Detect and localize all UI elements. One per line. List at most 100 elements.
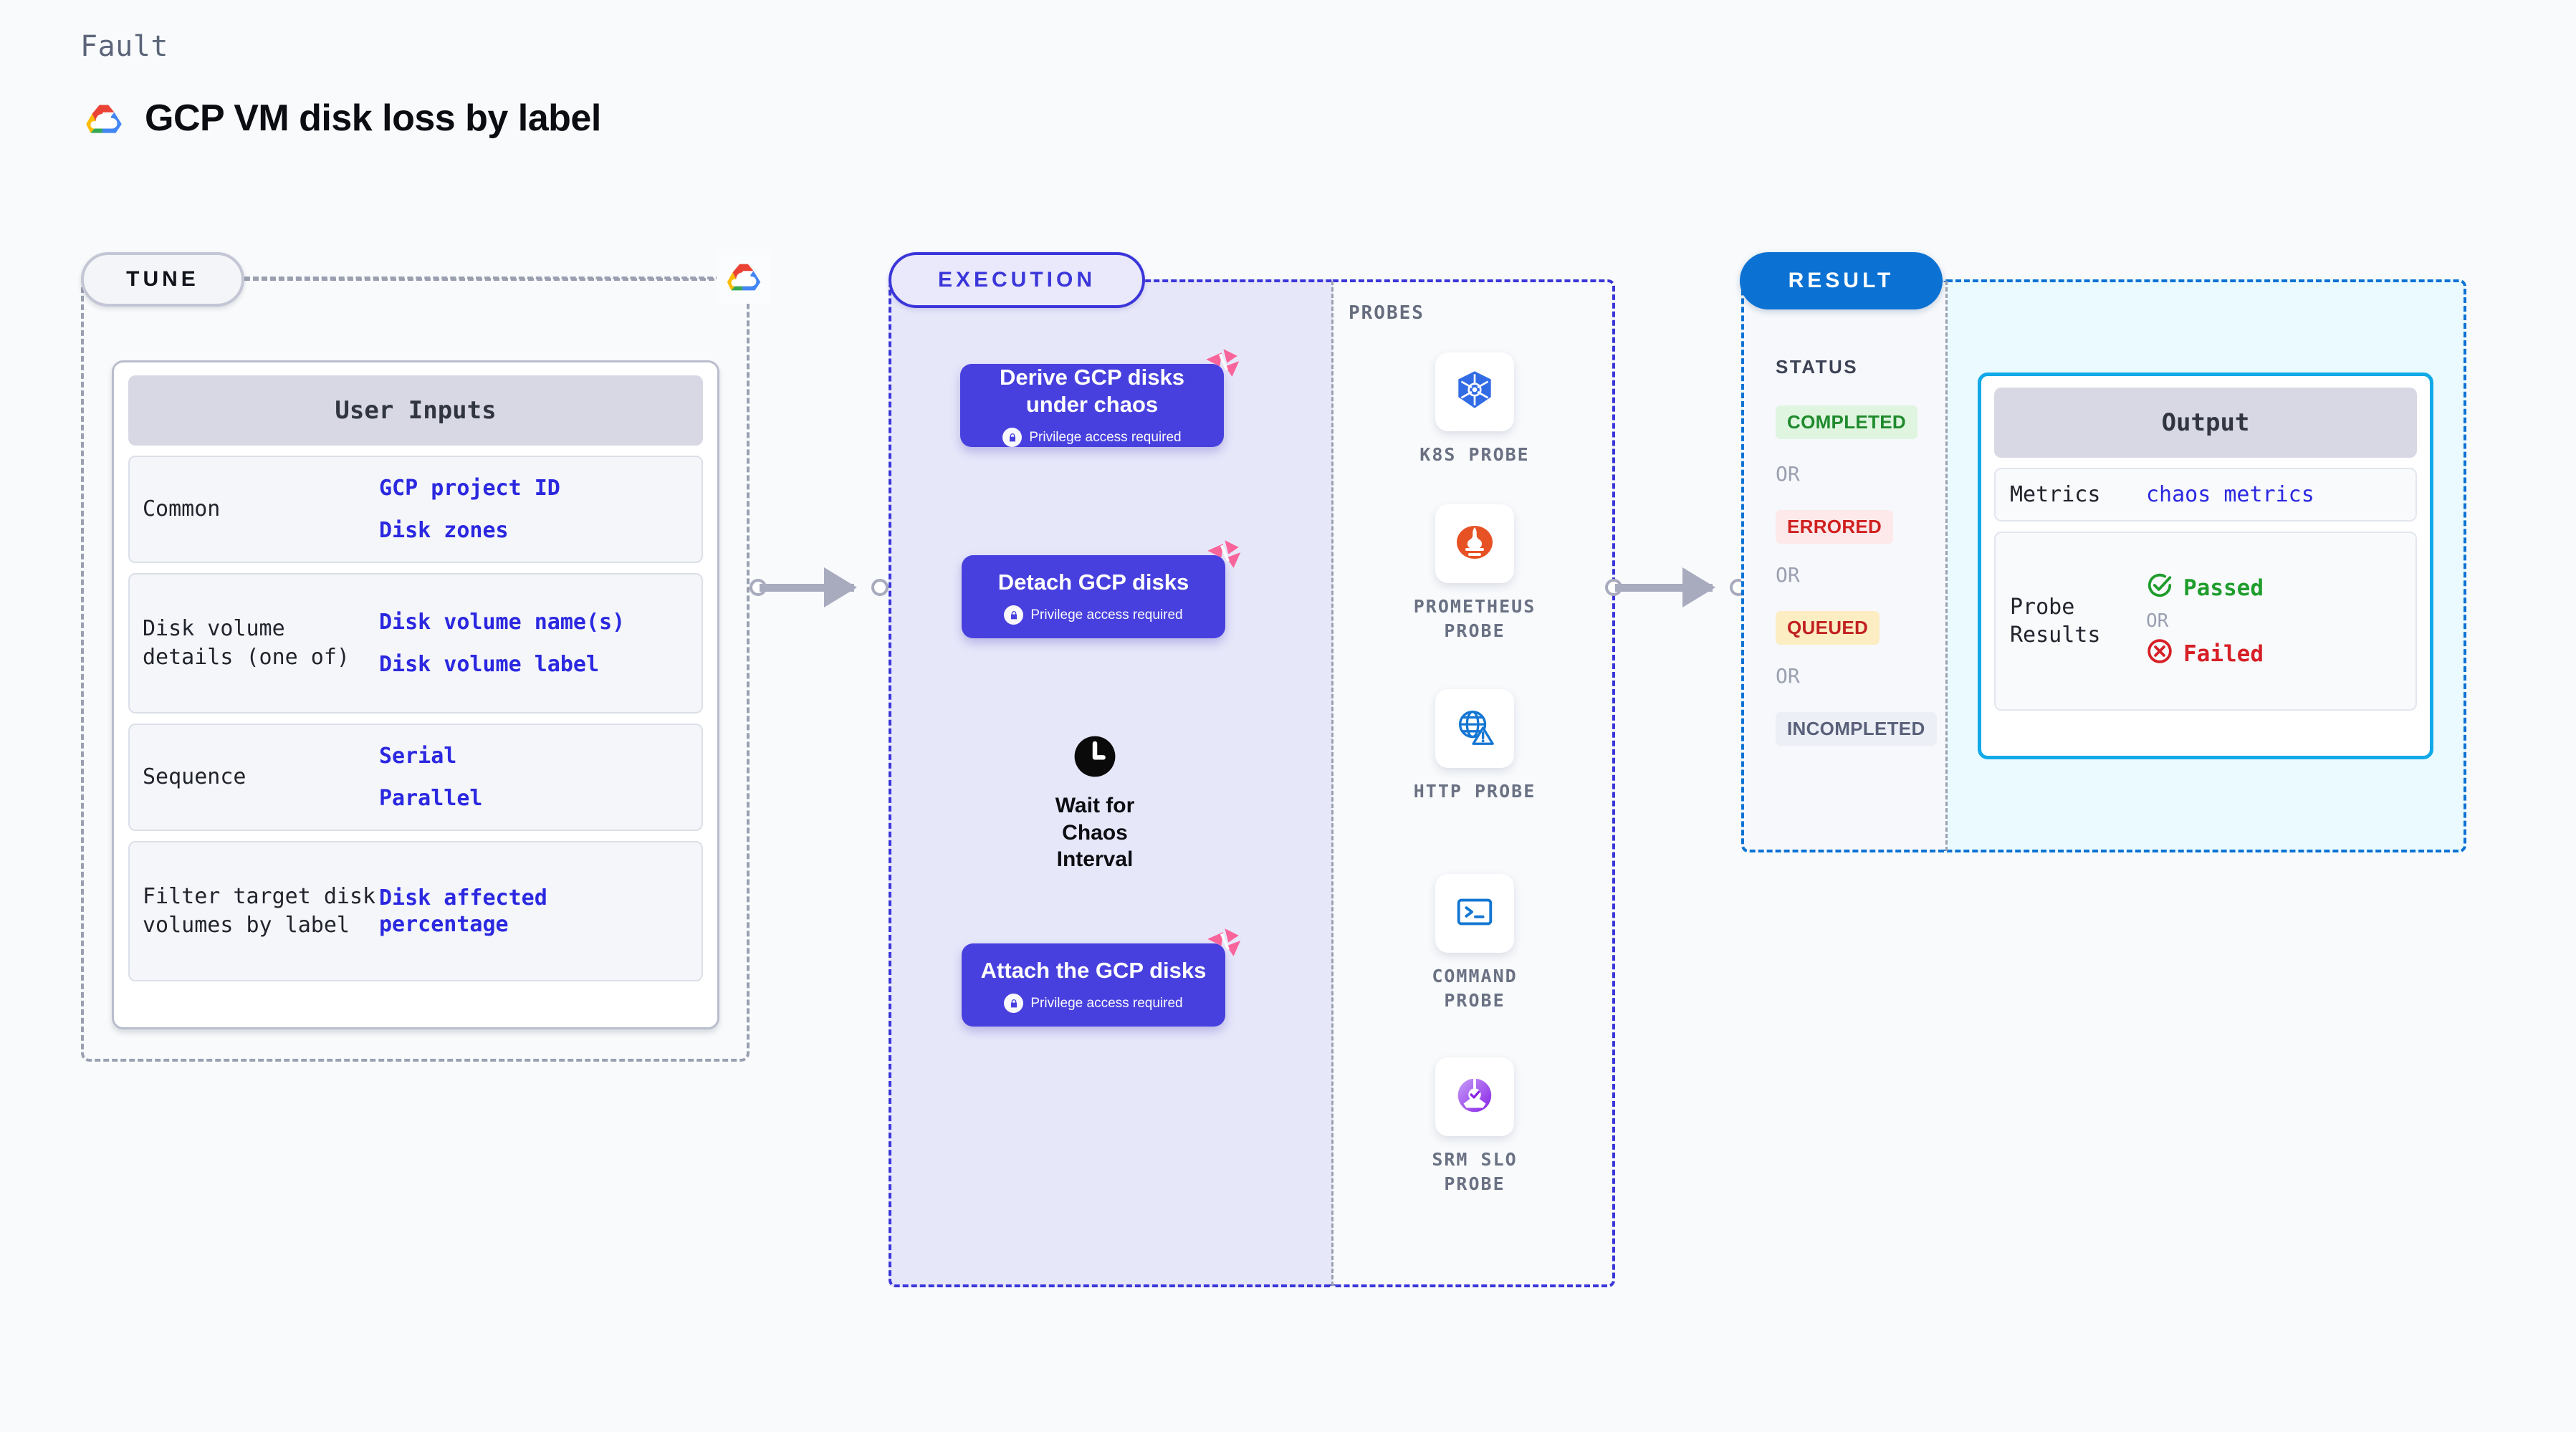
output-card-title: Output	[1994, 388, 2417, 458]
row-key: Probe Results	[2010, 595, 2101, 648]
tune-row-common: Common GCP project ID Disk zones	[128, 456, 703, 563]
tune-row-filter-target: Filter target disk volumes by label Disk…	[128, 841, 703, 981]
tune-row-disk-volume-details: Disk volume details (one of) Disk volume…	[128, 573, 703, 713]
status-or-3: OR	[1776, 664, 1800, 688]
gcp-cloud-icon	[717, 249, 771, 304]
probe-item-command[interactable]: COMMAND PROBE	[1396, 874, 1553, 1013]
row-key: Metrics	[2010, 482, 2101, 507]
connector-arrowhead	[1682, 567, 1715, 607]
page-title: GCP VM disk loss by label	[145, 97, 601, 139]
input-option[interactable]: GCP project ID	[379, 475, 560, 501]
node-title: Detach GCP disks	[997, 569, 1189, 595]
node-note-text: Privilege access required	[1029, 429, 1182, 445]
probe-item-srm-slo[interactable]: SRM SLO PROBE	[1396, 1057, 1553, 1196]
probe-label: K8S PROBE	[1419, 444, 1530, 465]
probe-label: HTTP PROBE	[1413, 781, 1536, 802]
connector-dot-end	[871, 579, 889, 596]
probe-label: PROMETHEUS PROBE	[1413, 596, 1536, 641]
input-option[interactable]: Disk affected percentage	[379, 885, 547, 938]
failed-label: Failed	[2183, 641, 2264, 667]
passed-label: Passed	[2183, 575, 2264, 601]
litmus-badge-icon	[1201, 344, 1242, 385]
connector-arrowhead	[824, 567, 857, 607]
node-note: Privilege access required	[1004, 994, 1183, 1014]
node-note-text: Privilege access required	[1030, 995, 1183, 1011]
lock-icon	[1004, 605, 1024, 625]
tune-row-sequence: Sequence Serial Parallel	[128, 724, 703, 831]
connector-tune-to-execution	[750, 566, 890, 609]
probe-item-prometheus[interactable]: PROMETHEUS PROBE	[1396, 504, 1553, 643]
row-values: Disk affected percentage	[379, 885, 689, 938]
litmus-badge-icon	[1202, 923, 1244, 965]
node-note: Privilege access required	[1002, 428, 1182, 448]
gcp-cloud-icon	[80, 95, 128, 142]
status-badge-completed: COMPLETED	[1776, 405, 1917, 439]
row-value[interactable]: chaos metrics	[2146, 482, 2314, 507]
probe-tile	[1435, 504, 1514, 583]
execution-zone	[889, 279, 1333, 1287]
probe-tile	[1435, 689, 1514, 768]
node-title: Derive GCP disks under chaos	[1000, 364, 1184, 417]
status-badge-incompleted: INCOMPLETED	[1776, 712, 1937, 746]
wait-label: Wait for Chaos Interval	[1055, 794, 1135, 871]
connector-line	[760, 584, 854, 592]
probe-result-or: OR	[2146, 610, 2169, 632]
prometheus-icon	[1452, 519, 1498, 569]
litmus-badge-icon	[1202, 535, 1244, 577]
probe-item-http[interactable]: HTTP PROBE	[1396, 689, 1553, 804]
status-or-2: OR	[1776, 563, 1800, 587]
stage-badge-execution[interactable]: EXECUTION	[889, 252, 1145, 308]
page-eyebrow: Fault	[80, 30, 168, 63]
user-inputs-title: User Inputs	[128, 375, 703, 446]
execution-node-derive[interactable]: Derive GCP disks under chaos Privilege a…	[960, 349, 1240, 448]
probe-result-failed: Failed	[2146, 638, 2401, 671]
probe-item-k8s[interactable]: K8S PROBE	[1396, 352, 1553, 467]
probes-divider	[1331, 281, 1334, 1286]
row-key: Filter target disk volumes by label	[143, 884, 376, 938]
stage-badge-tune[interactable]: TUNE	[81, 252, 244, 307]
row-key: Common	[143, 496, 221, 522]
kubernetes-icon	[1451, 367, 1498, 418]
connector-execution-to-result	[1605, 566, 1748, 609]
terminal-icon	[1452, 890, 1497, 938]
tune-zone	[81, 278, 750, 1062]
node-title: Attach the GCP disks	[980, 957, 1207, 983]
check-circle-icon	[2146, 572, 2173, 605]
execution-node-detach[interactable]: Detach GCP disks Privilege access requir…	[962, 540, 1241, 638]
input-option[interactable]: Disk zones	[379, 518, 509, 543]
globe-warning-icon	[1452, 705, 1497, 753]
probe-tile	[1435, 874, 1514, 953]
result-divider	[1945, 281, 1948, 851]
probe-label: COMMAND PROBE	[1432, 966, 1518, 1011]
tune-dashed-connector	[244, 277, 739, 279]
connector-line	[1615, 584, 1713, 592]
wait-for-chaos-interval: Wait for Chaos Interval	[1030, 734, 1159, 873]
input-option[interactable]: Disk volume name(s)	[379, 609, 626, 635]
status-badge-queued: QUEUED	[1776, 611, 1880, 645]
input-option[interactable]: Disk volume label	[379, 652, 600, 677]
node-note-text: Privilege access required	[1030, 607, 1183, 623]
lock-icon	[1004, 994, 1024, 1014]
output-row-probe-results: Probe Results Passed OR	[1994, 532, 2417, 711]
execution-node-attach[interactable]: Attach the GCP disks Privilege access re…	[962, 928, 1241, 1027]
output-row-metrics: Metrics chaos metrics	[1994, 468, 2417, 522]
page-title-row: GCP VM disk loss by label	[80, 95, 601, 142]
probe-label: SRM SLO PROBE	[1432, 1149, 1518, 1194]
lock-icon	[1002, 428, 1023, 448]
clock-icon	[1073, 734, 1117, 782]
user-inputs-card: User Inputs Common GCP project ID Disk z…	[112, 360, 719, 1029]
node-note: Privilege access required	[1004, 605, 1183, 625]
row-key: Sequence	[143, 764, 246, 790]
output-card: Output Metrics chaos metrics Probe Resul…	[1978, 373, 2433, 759]
result-status-zone	[1741, 279, 1947, 852]
status-badge-errored: ERRORED	[1776, 510, 1894, 544]
input-option[interactable]: Parallel	[379, 786, 483, 811]
input-option[interactable]: Serial	[379, 743, 457, 769]
row-values: Disk volume name(s) Disk volume label	[379, 609, 689, 678]
probe-tile	[1435, 352, 1514, 431]
probe-tile	[1435, 1057, 1514, 1136]
stage-badge-result[interactable]: RESULT	[1740, 252, 1943, 309]
srm-slo-icon	[1452, 1073, 1497, 1121]
row-key: Disk volume details (one of)	[143, 616, 350, 670]
row-values: Serial Parallel	[379, 743, 689, 812]
